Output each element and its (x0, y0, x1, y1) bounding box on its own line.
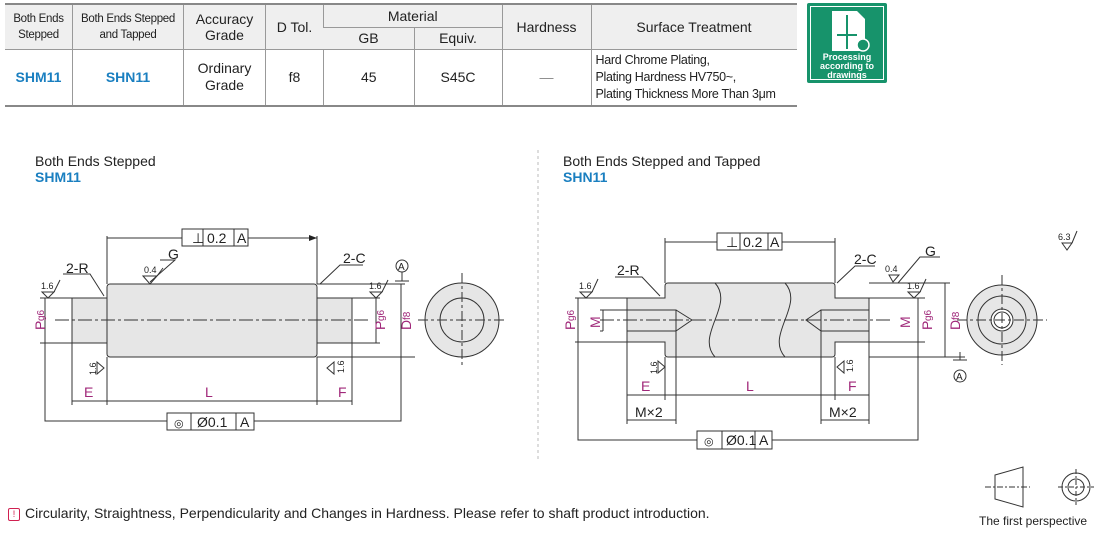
note: ! Circularity, Straightness, Perpendicula… (8, 505, 710, 521)
cell-shn: SHN11 (72, 48, 184, 107)
dim-p-left: P (562, 321, 578, 330)
header-accuracy: Accuracy Grade (183, 3, 266, 49)
perp-value: 0.2 (743, 234, 763, 250)
label-g: G (925, 243, 936, 259)
drawing-document-icon (832, 11, 870, 52)
perp-symbol: ⊥ (192, 230, 204, 246)
dim-d: D (947, 320, 963, 330)
perp-datum: A (770, 234, 780, 250)
conc-symbol: ◎ (174, 418, 184, 430)
concentricity-frame (696, 430, 773, 450)
dim-f: F (338, 384, 347, 400)
right-drawing: Both Ends Stepped and Tapped SHN11 ⊥ 0.2… (562, 153, 1078, 450)
conc-value: Ø0.1 (197, 414, 228, 430)
label-2c: 2-C (854, 251, 877, 267)
datum-a-circle (953, 369, 967, 383)
dim-f: F (848, 378, 857, 394)
roughness-right: 1.6 (907, 281, 920, 291)
projection-label: The first perspective (979, 514, 1088, 528)
note-text: Circularity, Straightness, Perpendicular… (25, 505, 710, 521)
cell-hardness: — (501, 48, 591, 107)
cell-equiv: S45C (413, 48, 502, 107)
header-equiv: Equiv. (413, 26, 502, 49)
dim-p-sub: g6 (36, 309, 47, 321)
spec-table: Both Ends Stepped Both Ends Stepped and … (5, 3, 797, 107)
right-code: SHN11 (563, 169, 608, 185)
perp-value: 0.2 (207, 230, 227, 246)
dim-d: D (398, 320, 414, 330)
header-gb: GB (323, 26, 414, 49)
header-surface: Surface Treatment (590, 3, 797, 49)
dim-mx2-right: M×2 (829, 404, 857, 420)
conc-datum: A (240, 414, 250, 430)
roughness-left: 1.6 (579, 281, 592, 291)
datum-a: A (398, 262, 405, 273)
cell-gb: 45 (323, 48, 414, 107)
dim-p-sub: g6 (923, 309, 934, 321)
conc-symbol: ◎ (704, 436, 714, 448)
roughness-shoulder-left: 1.6 (649, 361, 659, 374)
surface-line: Plating Hardness HV750~, (595, 69, 737, 84)
header-hardness: Hardness (501, 3, 591, 49)
left-code: SHM11 (35, 169, 81, 185)
cell-d-tol: f8 (265, 48, 324, 107)
dim-p-right: P (372, 321, 388, 330)
dim-d-sub: f8 (402, 311, 413, 320)
dim-p-right: P (919, 321, 935, 330)
dim-p-sub: g6 (376, 309, 387, 321)
dim-p-sub: g6 (566, 309, 577, 321)
header-both-ends-stepped-tapped: Both Ends Stepped and Tapped (72, 3, 184, 49)
roughness-shoulder-right: 1.6 (336, 360, 346, 373)
header-d-tol: D Tol. (265, 3, 324, 49)
perp-symbol: ⊥ (726, 234, 738, 250)
roughness-fine: 0.4 (885, 264, 898, 274)
dim-d-sub: f8 (951, 311, 962, 320)
roughness-fine: 0.4 (144, 265, 157, 275)
exclamation-icon: ! (8, 508, 20, 521)
cell-shm: SHM11 (5, 48, 73, 107)
dim-m-right: M (897, 316, 913, 328)
surface-line: Plating Thickness More Than 3μm (595, 86, 776, 101)
datum-a: A (956, 372, 963, 383)
surface-line: Hard Chrome Plating, (595, 52, 711, 67)
dim-m-left: M (587, 316, 603, 328)
dim-p-left: P (32, 321, 48, 330)
roughness-right: 1.6 (369, 281, 382, 291)
label-2r: 2-R (617, 262, 640, 278)
header-material: Material (323, 3, 502, 27)
perpendicularity-frame (716, 232, 783, 251)
header-both-ends-stepped: Both Ends Stepped (5, 3, 73, 49)
roughness-shoulder-right: 1.6 (845, 359, 855, 372)
left-title: Both Ends Stepped (35, 153, 156, 169)
roughness-general: 6.3 (1058, 232, 1071, 242)
dim-e: E (84, 384, 93, 400)
dim-l: L (746, 378, 754, 394)
label-g: G (168, 246, 179, 262)
perp-datum: A (237, 230, 247, 246)
right-journal (316, 297, 353, 344)
concentricity-frame (166, 412, 255, 431)
label-2r: 2-R (66, 260, 89, 276)
dim-e: E (641, 378, 650, 394)
conc-value: Ø0.1 (726, 432, 757, 448)
roughness-shoulder-left: 1.6 (88, 362, 98, 375)
first-angle-projection-icon (985, 466, 1094, 508)
conc-datum: A (759, 432, 769, 448)
roughness-left: 1.6 (41, 281, 54, 291)
dim-mx2-left: M×2 (635, 404, 663, 420)
label-2c: 2-C (343, 250, 366, 266)
cell-accuracy: Ordinary Grade (183, 48, 266, 107)
right-title: Both Ends Stepped and Tapped (563, 153, 760, 169)
perpendicularity-frame (181, 228, 249, 247)
dim-l: L (205, 384, 213, 400)
left-drawing: Both Ends Stepped SHM11 ⊥ 0.2 A E L F P … (32, 153, 506, 431)
cell-surface: Hard Chrome Plating, Plating Hardness HV… (590, 48, 797, 107)
